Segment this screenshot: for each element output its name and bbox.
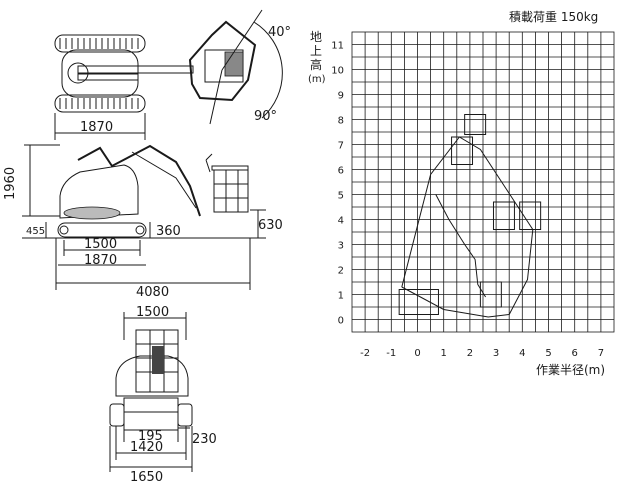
y-tick-label: 2 — [338, 266, 344, 277]
side-overall-length-label: 4080 — [136, 285, 169, 300]
side-track — [57, 222, 147, 238]
front-gauge-label: 1420 — [130, 440, 163, 455]
top-boom-lower — [77, 73, 139, 81]
ylabel-unit: (m) — [308, 74, 326, 85]
y-tick-label: 4 — [338, 216, 344, 227]
side-view: 1960 455 630 360 1500 1870 4080 — [3, 144, 283, 300]
top-boom — [77, 65, 194, 74]
chart-grid — [351, 31, 615, 333]
y-tick-label: 10 — [331, 66, 344, 77]
angle-ray-top — [221, 9, 263, 71]
top-track-treads-upper — [59, 38, 139, 49]
working-envelope-inner — [435, 194, 487, 298]
x-tick-label: 1 — [441, 348, 447, 359]
y-tick-labels: 0 1 2 3 4 5 6 7 8 9 10 11 — [331, 41, 344, 327]
angle-top-label: 40° — [268, 25, 291, 40]
xlabel: 作業半径(m) — [536, 363, 605, 377]
y-tick-label: 3 — [338, 241, 344, 252]
y-tick-label: 11 — [331, 41, 344, 52]
bucket-position-box — [464, 114, 487, 135]
angle-arc — [253, 21, 283, 119]
angle-ray-bottom — [209, 69, 223, 125]
x-tick-label: 0 — [414, 348, 420, 359]
side-idler-right — [135, 225, 145, 235]
top-width-label: 1870 — [80, 120, 113, 135]
bucket-position-box — [492, 201, 515, 230]
front-boom — [152, 346, 164, 374]
front-body — [115, 355, 189, 397]
top-bucket-control — [224, 51, 244, 77]
y-tick-label: 6 — [338, 166, 344, 177]
front-top-width-label: 1500 — [136, 305, 169, 320]
side-bucket-cage — [214, 170, 248, 212]
x-tick-label: 4 — [519, 348, 525, 359]
front-track-left — [109, 403, 125, 427]
y-tick-label: 5 — [338, 191, 344, 202]
top-track-upper — [54, 34, 146, 53]
side-bucket-top — [211, 165, 249, 171]
side-track-width-label: 1870 — [84, 253, 117, 268]
y-tick-label: 1 — [338, 291, 344, 302]
side-idler-left — [59, 225, 69, 235]
front-shoe-label: 230 — [192, 432, 217, 447]
ylabel-char-2: 上 — [310, 44, 322, 58]
side-bucket — [213, 169, 249, 213]
front-view: 1500 195 230 1420 1650 — [109, 305, 217, 484]
side-track-length-label: 1500 — [84, 237, 117, 252]
ylabel-char-1: 地 — [310, 30, 322, 44]
x-tick-label: 2 — [467, 348, 473, 359]
bucket-position-box — [519, 201, 542, 230]
x-tick-label: 6 — [572, 348, 578, 359]
side-bucket-rail — [205, 153, 213, 173]
top-bucket-outline — [188, 20, 257, 102]
front-gap-label: 195 — [138, 429, 163, 444]
top-view: 40° 90° 1870 — [54, 9, 291, 140]
load-capacity-label: 積載荷重 150kg — [509, 9, 598, 24]
envelope-markers — [398, 114, 542, 315]
side-boom — [77, 144, 201, 217]
y-tick-label: 8 — [338, 116, 344, 127]
top-track-lower — [54, 94, 146, 113]
y-tick-label: 0 — [338, 316, 344, 327]
side-bucket-height-label: 630 — [258, 218, 283, 233]
top-track-treads-lower — [59, 98, 139, 109]
side-height-label: 1960 — [3, 167, 18, 200]
x-tick-label: 3 — [493, 348, 499, 359]
bucket-position-box — [479, 281, 502, 308]
y-tick-label: 9 — [338, 91, 344, 102]
front-overall-width-label: 1650 — [130, 470, 163, 484]
side-clearance-label: 455 — [26, 226, 45, 237]
bucket-position-box — [398, 289, 439, 315]
bucket-position-box — [451, 136, 474, 165]
x-tick-label: 5 — [545, 348, 551, 359]
x-tick-label: -1 — [386, 348, 396, 359]
side-counterweight — [63, 206, 121, 220]
angle-bottom-label: 90° — [254, 109, 277, 124]
front-undercarriage — [123, 397, 179, 413]
ylabel-char-3: 高 — [310, 57, 322, 72]
front-bucket — [135, 329, 179, 393]
y-tick-label: 7 — [338, 141, 344, 152]
x-tick-labels: -2 -1 0 1 2 3 4 5 6 7 — [360, 348, 604, 359]
side-boom-inner — [131, 151, 197, 209]
x-tick-label: 7 — [598, 348, 604, 359]
front-track-right — [177, 403, 193, 427]
side-offset-label: 360 — [156, 224, 181, 239]
x-tick-label: -2 — [360, 348, 370, 359]
side-body — [59, 164, 139, 219]
